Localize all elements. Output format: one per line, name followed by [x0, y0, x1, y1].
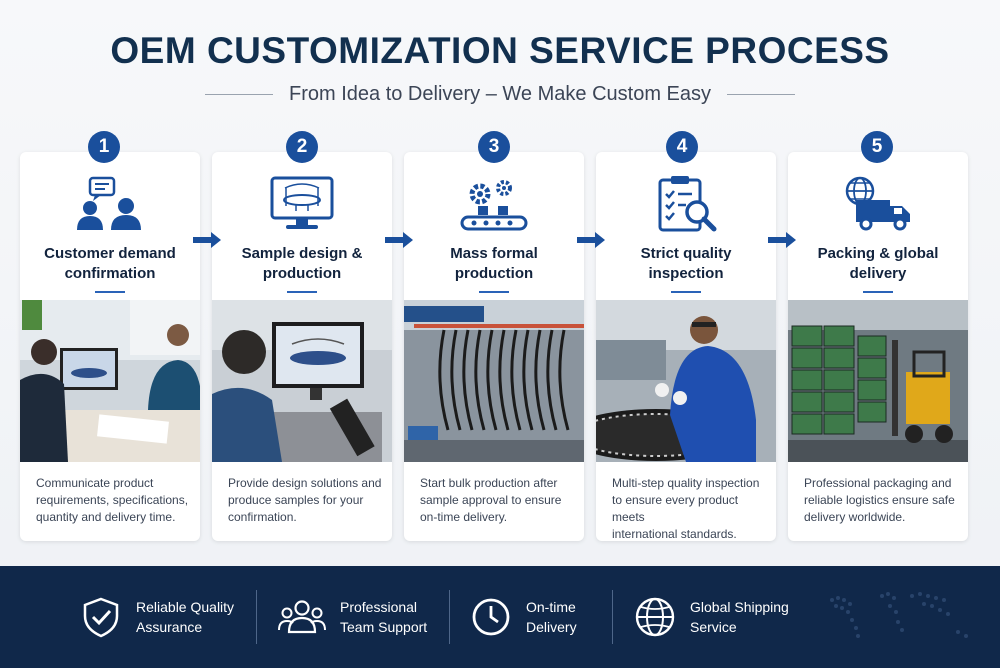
- step-5-card: Packing & global delivery: [788, 152, 968, 541]
- step-5-divider: [863, 291, 893, 293]
- step-2-card: Sample design & production Provide desig…: [212, 152, 392, 541]
- globe-icon: [635, 597, 675, 637]
- step-4-card: Strict quality inspection Multi-step qua…: [596, 152, 776, 541]
- monitor-trampoline-icon: [270, 176, 334, 229]
- subtitle-divider-right: [727, 93, 795, 95]
- arrow-right-icon: [577, 232, 605, 248]
- arrow-right-icon: [385, 232, 413, 248]
- consultation-icon: [77, 176, 141, 230]
- footer-divider: [256, 590, 257, 644]
- step-2-photo: [212, 300, 392, 462]
- step-3-card: Mass formal production: [404, 152, 584, 541]
- step-4-description: Multi-step quality inspection to ensure …: [612, 476, 760, 541]
- step-5-photo: [788, 300, 968, 462]
- step-1-description: Communicate product requirements, specif…: [36, 476, 189, 524]
- subtitle-divider-left: [205, 93, 273, 95]
- feature-shipping: Global Shipping Service: [634, 566, 789, 668]
- step-1-divider: [95, 291, 125, 293]
- world-map-decoration: [830, 592, 968, 638]
- gears-conveyor-icon: [460, 180, 528, 231]
- step-4-badge: 4: [666, 131, 698, 163]
- step-2-title: Sample design & production: [241, 245, 363, 282]
- team-icon: [278, 600, 326, 634]
- page-subtitle: From Idea to Delivery – We Make Custom E…: [289, 82, 711, 105]
- step-4-divider: [671, 291, 701, 293]
- clipboard-magnifier-icon: [658, 176, 717, 232]
- step-5-title: Packing & global delivery: [817, 245, 939, 282]
- step-4-photo: [596, 300, 776, 462]
- shield-check-icon: [83, 597, 119, 638]
- globe-truck-icon: [845, 176, 910, 231]
- step-4-title: Strict quality inspection: [640, 245, 732, 282]
- step-1-card: Customer demand confirmation Com: [20, 152, 200, 541]
- step-2-description: Provide design solutions and produce sam…: [228, 476, 382, 524]
- footer-divider: [612, 590, 613, 644]
- step-5-description: Professional packaging and reliable logi…: [804, 476, 955, 524]
- step-5-badge: 5: [861, 131, 893, 163]
- page-title: OEM CUSTOMIZATION SERVICE PROCESS: [110, 30, 890, 71]
- subtitle-row: From Idea to Delivery – We Make Custom E…: [0, 80, 1000, 108]
- step-3-badge: 3: [478, 131, 510, 163]
- step-1-title: Customer demand confirmation: [44, 245, 176, 282]
- step-3-divider: [479, 291, 509, 293]
- step-2-divider: [287, 291, 317, 293]
- step-2-badge: 2: [286, 131, 318, 163]
- feature-quality: Reliable Quality Assurance: [80, 566, 234, 668]
- feature-team: Professional Team Support: [278, 566, 427, 668]
- step-3-title: Mass formal production: [450, 245, 538, 282]
- arrow-right-icon: [768, 232, 796, 248]
- step-3-photo: [404, 300, 584, 462]
- step-3-description: Start bulk production after sample appro…: [420, 476, 562, 524]
- footer-bar: Reliable Quality Assurance Professional …: [0, 566, 1000, 668]
- footer-divider: [449, 590, 450, 644]
- step-1-photo: [20, 300, 200, 462]
- feature-delivery: On-time Delivery: [470, 566, 577, 668]
- arrow-right-icon: [193, 232, 221, 248]
- clock-icon: [472, 598, 510, 636]
- step-1-badge: 1: [88, 131, 120, 163]
